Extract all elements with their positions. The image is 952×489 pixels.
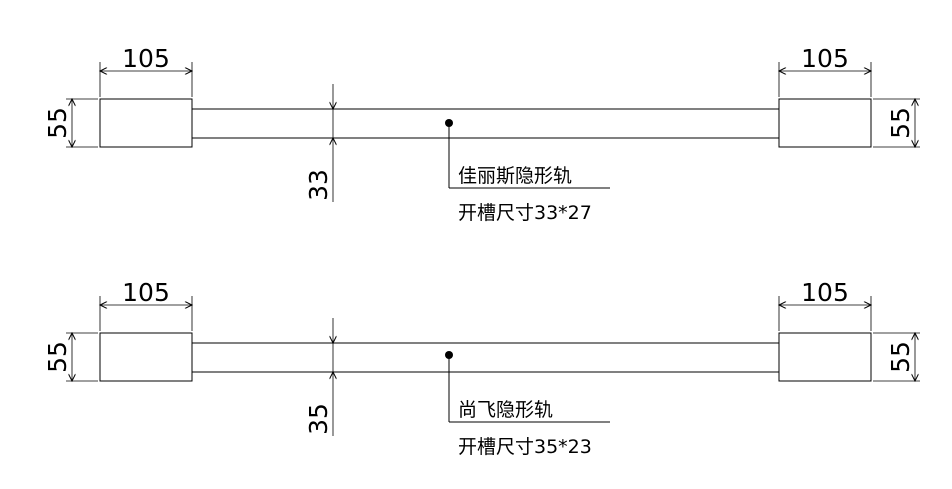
product-name-label: 尚飞隐形轨 <box>458 399 553 421</box>
dimension-right-height: 55 <box>873 99 920 147</box>
product-name-label: 佳丽斯隐形轨 <box>458 165 572 187</box>
dimension-left-width: 105 <box>100 278 192 331</box>
dimension-label-left-width: 105 <box>122 44 170 73</box>
dimension-right-width: 105 <box>779 278 871 331</box>
dimension-label-left-height: 55 <box>43 107 72 139</box>
dimension-label-right-height: 55 <box>886 341 915 373</box>
leader-callout: 佳丽斯隐形轨 开槽尺寸33*27 <box>445 119 610 224</box>
left-end-block <box>99 332 193 382</box>
dimension-slot-depth: 35 <box>304 318 333 436</box>
slot-size-label: 开槽尺寸33*27 <box>458 202 592 224</box>
dimension-slot-depth: 33 <box>304 84 333 202</box>
slot-size-label: 开槽尺寸35*23 <box>458 436 592 458</box>
rail-assembly-1: 105 105 55 55 33 <box>43 44 920 224</box>
dimension-label-right-width: 105 <box>801 278 849 307</box>
dimension-label-slot-depth: 35 <box>304 403 333 435</box>
dimension-label-right-width: 105 <box>801 44 849 73</box>
rail-assembly-2: 105 105 55 55 35 <box>43 278 920 458</box>
dimension-label-slot-depth: 33 <box>304 169 333 201</box>
dimension-right-width: 105 <box>779 44 871 97</box>
left-end-block <box>99 98 193 148</box>
dimension-right-height: 55 <box>873 333 920 381</box>
dimension-label-left-height: 55 <box>43 341 72 373</box>
leader-callout: 尚飞隐形轨 开槽尺寸35*23 <box>445 351 610 458</box>
dimension-left-height: 55 <box>43 99 98 147</box>
right-end-block <box>778 332 872 382</box>
dimension-label-left-width: 105 <box>122 278 170 307</box>
right-end-block <box>778 98 872 148</box>
dimension-left-height: 55 <box>43 333 98 381</box>
dimension-label-right-height: 55 <box>886 107 915 139</box>
dimension-left-width: 105 <box>100 44 192 97</box>
